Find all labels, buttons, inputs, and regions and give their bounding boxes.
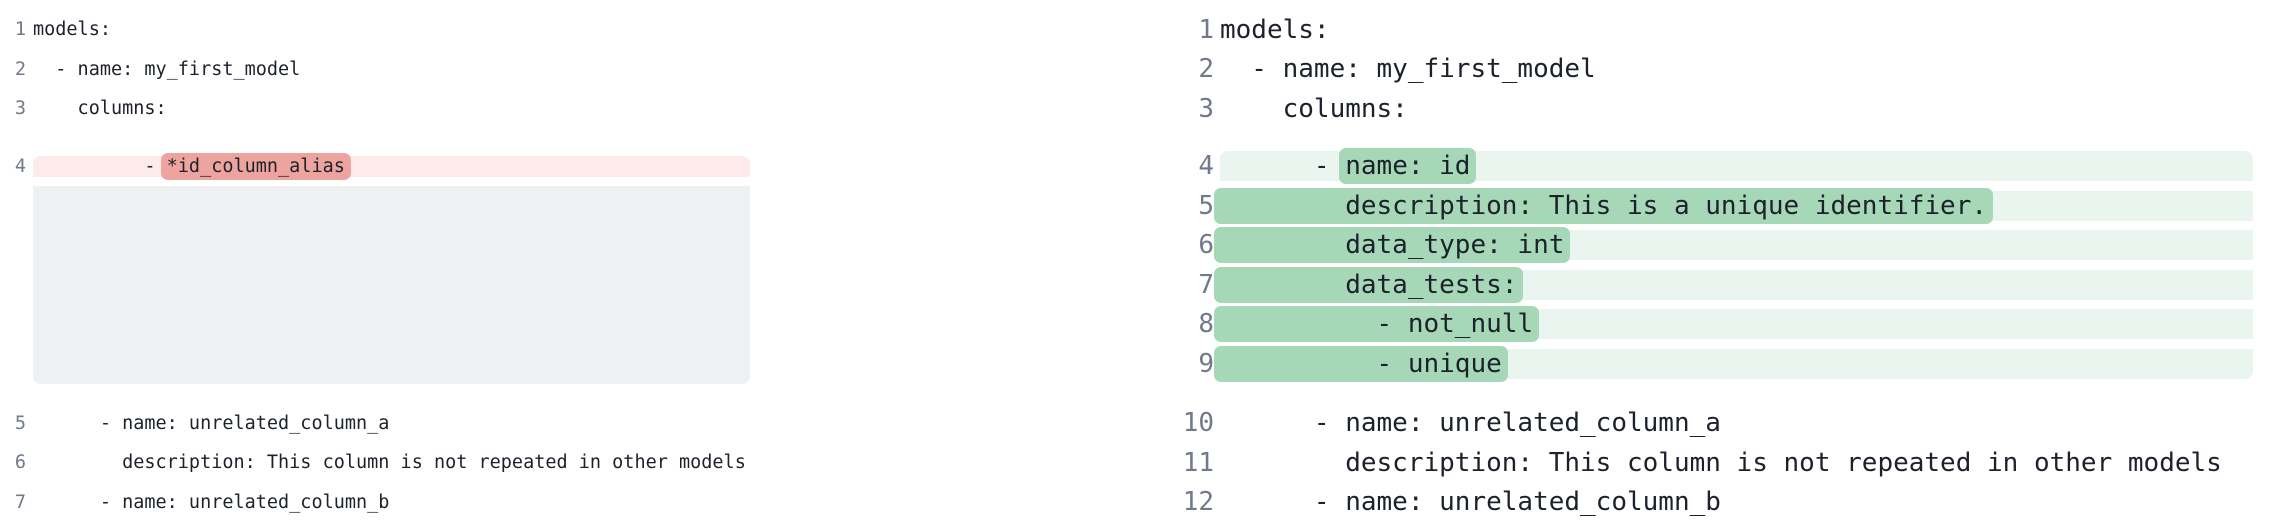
code-text: - *id_column_alias [33, 152, 750, 180]
code-text: data_type: int [1214, 227, 2253, 264]
line-number: 5 [14, 412, 26, 434]
line-number: 3 [14, 98, 26, 120]
code-text: description: This column is not repeated… [33, 452, 746, 474]
code-text: - name: id [1220, 148, 2253, 185]
line-number: 5 [1198, 190, 1214, 221]
code-text: - unique [1214, 345, 2253, 382]
code-text: models: [1220, 14, 1330, 45]
code-text: - name: my_first_model [33, 58, 301, 80]
line-number: 3 [1198, 93, 1214, 124]
added-token-highlight: - unique [1214, 345, 1508, 382]
code-text: columns: [33, 98, 167, 120]
added-token-highlight: data_type: int [1214, 227, 1571, 264]
code-text: description: This column is not repeated… [1220, 447, 2222, 478]
added-token-highlight: description: This is a unique identifier… [1214, 187, 1994, 224]
code-line: 6 description: This column is not repeat… [0, 443, 750, 483]
line-number: 2 [1198, 54, 1214, 85]
code-text: - not_null [1214, 306, 2253, 343]
code-text: description: This is a unique identifier… [1214, 187, 2253, 224]
line-number: 1 [1198, 14, 1214, 45]
code-text: data_tests: [1214, 266, 2253, 303]
code-line: 11 description: This column is not repea… [1180, 443, 2253, 483]
code-line: 12 - name: unrelated_column_b [1180, 483, 2253, 523]
diff-spacer-block [0, 186, 750, 384]
added-code-line: 7 data_tests: [1180, 265, 2253, 305]
added-token-highlight: - not_null [1214, 306, 1540, 343]
added-token-highlight: name: id [1339, 148, 1477, 185]
code-line: 7 - name: unrelated_column_b [0, 483, 750, 523]
code-line: 2 - name: my_first_model [0, 50, 750, 90]
line-number: 6 [1198, 230, 1214, 261]
line-number: 6 [14, 452, 26, 474]
line-number: 8 [1198, 309, 1214, 340]
removed-code-line: 4 - *id_column_alias [0, 147, 750, 187]
code-text: models: [33, 19, 111, 41]
line-number: 11 [1182, 447, 1214, 478]
code-line: 1 models: [0, 10, 750, 50]
removed-token-highlight: *id_column_alias [160, 152, 351, 180]
line-number: 4 [1198, 151, 1214, 182]
code-line: 3 columns: [1180, 89, 2253, 129]
line-number: 1 [14, 19, 26, 41]
added-token-highlight: data_tests: [1214, 266, 1524, 303]
added-code-line: 6 data_type: int [1180, 226, 2253, 266]
line-number: 9 [1198, 348, 1214, 379]
line-number: 12 [1182, 487, 1214, 518]
code-text: columns: [1220, 93, 1408, 124]
line-number: 2 [14, 58, 26, 80]
added-code-line: 5 description: This is a unique identifi… [1180, 186, 2253, 226]
code-text: - name: unrelated_column_a [1220, 408, 1721, 439]
line-number: 7 [14, 491, 26, 513]
code-text: - name: unrelated_column_a [33, 412, 390, 434]
code-text: - name: unrelated_column_b [33, 491, 390, 513]
code-line: 2 - name: my_first_model [1180, 50, 2253, 90]
collapsed-lines-placeholder [33, 186, 750, 384]
added-code-line: 4 - name: id [1180, 147, 2253, 187]
line-number: 4 [14, 155, 26, 177]
code-text: - name: unrelated_column_b [1220, 487, 1721, 518]
line-number: 7 [1198, 269, 1214, 300]
line-number: 10 [1182, 408, 1214, 439]
code-line: 3 columns: [0, 89, 750, 129]
code-line: 5 - name: unrelated_column_a [0, 404, 750, 444]
added-code-line: 8 - not_null [1180, 305, 2253, 345]
removed-diff-group: 4 - *id_column_alias [0, 147, 750, 384]
code-line: 10 - name: unrelated_column_a [1180, 404, 2253, 444]
code-text: - name: my_first_model [1220, 54, 1596, 85]
added-code-line: 9 - unique [1180, 344, 2253, 384]
